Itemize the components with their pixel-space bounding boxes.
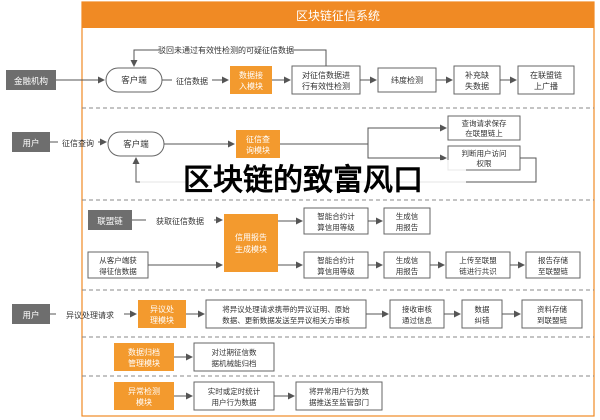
archive-expired-node xyxy=(193,342,275,372)
anomaly-module-line1: 异常检测 xyxy=(128,386,160,396)
report-generation-module xyxy=(224,214,278,272)
data-ingest-module-line1: 数据接 xyxy=(239,70,263,80)
fill-missing-node xyxy=(453,65,501,95)
save-request-line2: 在联盟链上 xyxy=(465,128,503,138)
diagram-title: 区块链征信系统 xyxy=(296,8,380,23)
data-ingest-module-line2: 入模块 xyxy=(239,81,263,91)
report-generation-line1: 信用报告 xyxy=(235,232,267,242)
actor-financial-institution-label: 金融机构 xyxy=(14,76,48,87)
overlay-banner-bg xyxy=(140,160,466,194)
consortium-chain-label: 联盟链 xyxy=(97,216,123,227)
store-report-node xyxy=(525,251,581,279)
actor-user-query xyxy=(12,132,50,152)
credit-query-module-line2: 询模块 xyxy=(246,145,270,155)
store-report-line2: 至联盟链 xyxy=(538,266,568,276)
anomaly-module-line2: 模块 xyxy=(136,397,152,407)
forward-objection-line1: 将异议处理请求携带的异议证明、原始 xyxy=(222,304,350,314)
store-data-line2: 到联盟链 xyxy=(537,315,567,325)
upload-chain-node xyxy=(445,251,511,279)
contract-credit-node-2 xyxy=(303,251,369,279)
onchain-broadcast-line2: 上广播 xyxy=(534,81,558,91)
fill-missing-line1: 补充缺 xyxy=(465,70,489,80)
realtime-stats-node xyxy=(193,381,275,411)
objection-module-line2: 理模块 xyxy=(150,315,174,325)
generate-report-node-2 xyxy=(383,251,431,279)
upload-chain-line1: 上传至联盟 xyxy=(459,255,497,265)
actor-user-query-label: 用户 xyxy=(22,138,39,149)
contract-credit-1-line1: 智能合约计 xyxy=(317,211,355,221)
data-ingest-module xyxy=(230,66,272,94)
section1-arrows xyxy=(56,49,517,84)
receive-review-line2: 通过信息 xyxy=(402,315,432,325)
save-request-node xyxy=(447,115,521,141)
from-client-line1: 从客户端获 xyxy=(99,255,137,265)
store-data-line1: 资料存储 xyxy=(537,304,567,314)
forward-objection-node xyxy=(205,299,367,329)
feedback-reject-label: 驳回未通过有效性检测的可疑征信数据 xyxy=(158,45,294,55)
credit-query-module xyxy=(236,130,280,158)
archive-module-line1: 数据归档 xyxy=(128,347,160,357)
onchain-broadcast-node xyxy=(517,65,575,95)
section3-arrows xyxy=(132,216,525,269)
realtime-stats-line2: 用户行为数据 xyxy=(212,397,257,407)
actor-financial-institution xyxy=(6,70,56,90)
actor-user-objection xyxy=(12,304,50,324)
archive-expired-line2: 据机械能归档 xyxy=(212,358,257,368)
archive-module xyxy=(114,343,174,371)
onchain-broadcast-line1: 在联盟链 xyxy=(530,70,562,80)
send-regulator-line1: 将异常用户行为数 xyxy=(309,386,369,396)
section2-arrows xyxy=(50,124,537,183)
edge-label-fetch-credit: 获取征信数据 xyxy=(156,216,204,226)
objection-module xyxy=(138,300,186,328)
generate-report-2-line2: 用报告 xyxy=(396,266,419,276)
anomaly-module xyxy=(114,382,174,410)
title-bar xyxy=(82,2,594,28)
store-report-line1: 报告存储 xyxy=(538,255,568,265)
upload-chain-line2: 链进行共识 xyxy=(459,266,497,276)
edge-label-objection: 异议处理请求 xyxy=(66,310,114,320)
client-node-1-label: 客户端 xyxy=(121,75,147,86)
generate-report-1-line1: 生成信 xyxy=(396,211,419,221)
check-permission-line2: 权限 xyxy=(477,158,492,168)
check-permission-line1: 判断用户访问 xyxy=(462,148,507,158)
receive-review-node xyxy=(389,299,445,329)
validity-check-line1: 对征信数据进 xyxy=(302,70,350,80)
credit-query-module-line1: 征信查 xyxy=(246,134,270,144)
forward-objection-line2: 数据、更新数据发送至异议相关方审核 xyxy=(222,315,350,325)
from-client-node xyxy=(87,251,149,279)
archive-expired-line1: 对过期征信数 xyxy=(212,347,257,357)
generate-report-node-1 xyxy=(383,207,431,235)
contract-credit-node-1 xyxy=(303,207,369,235)
objection-module-line1: 异议处 xyxy=(150,304,174,314)
validity-check-line2: 行有效性检测 xyxy=(302,81,350,91)
data-correct-line2: 纠错 xyxy=(475,315,490,325)
contract-credit-2-line2: 算信用等级 xyxy=(317,266,355,276)
dimension-check-label: 纬度检测 xyxy=(391,75,423,85)
section-dividers xyxy=(82,107,594,377)
actor-user-objection-label: 用户 xyxy=(22,310,39,321)
edge-label-credit-query: 征信查询 xyxy=(62,138,94,148)
data-correct-line1: 数据 xyxy=(475,304,490,314)
consortium-chain-node xyxy=(88,210,132,230)
realtime-stats-line1: 实时或定时统计 xyxy=(208,386,261,396)
validity-check-node xyxy=(291,65,361,95)
report-generation-line2: 生成模块 xyxy=(235,244,267,254)
send-regulator-node xyxy=(295,381,383,411)
overlay-banner-text: 区块链的致富风口 xyxy=(183,163,423,198)
send-regulator-line2: 据推送至监管部门 xyxy=(309,397,369,407)
client-node-2-label: 客户端 xyxy=(123,139,149,150)
store-data-node xyxy=(521,299,583,329)
generate-report-2-line1: 生成信 xyxy=(396,255,419,265)
generate-report-1-line2: 用报告 xyxy=(396,222,419,232)
from-client-line2: 得征信数据 xyxy=(99,266,137,276)
data-correct-node xyxy=(461,299,503,329)
save-request-line1: 查询请求保存 xyxy=(462,118,507,128)
edge-label-credit-data: 征信数据 xyxy=(176,76,208,86)
fill-missing-line2: 失数据 xyxy=(465,81,489,91)
contract-credit-2-line1: 智能合约计 xyxy=(317,255,355,265)
contract-credit-1-line2: 算信用等级 xyxy=(317,222,355,232)
archive-module-line2: 管理模块 xyxy=(128,358,160,368)
receive-review-line1: 接收审核 xyxy=(402,304,432,314)
